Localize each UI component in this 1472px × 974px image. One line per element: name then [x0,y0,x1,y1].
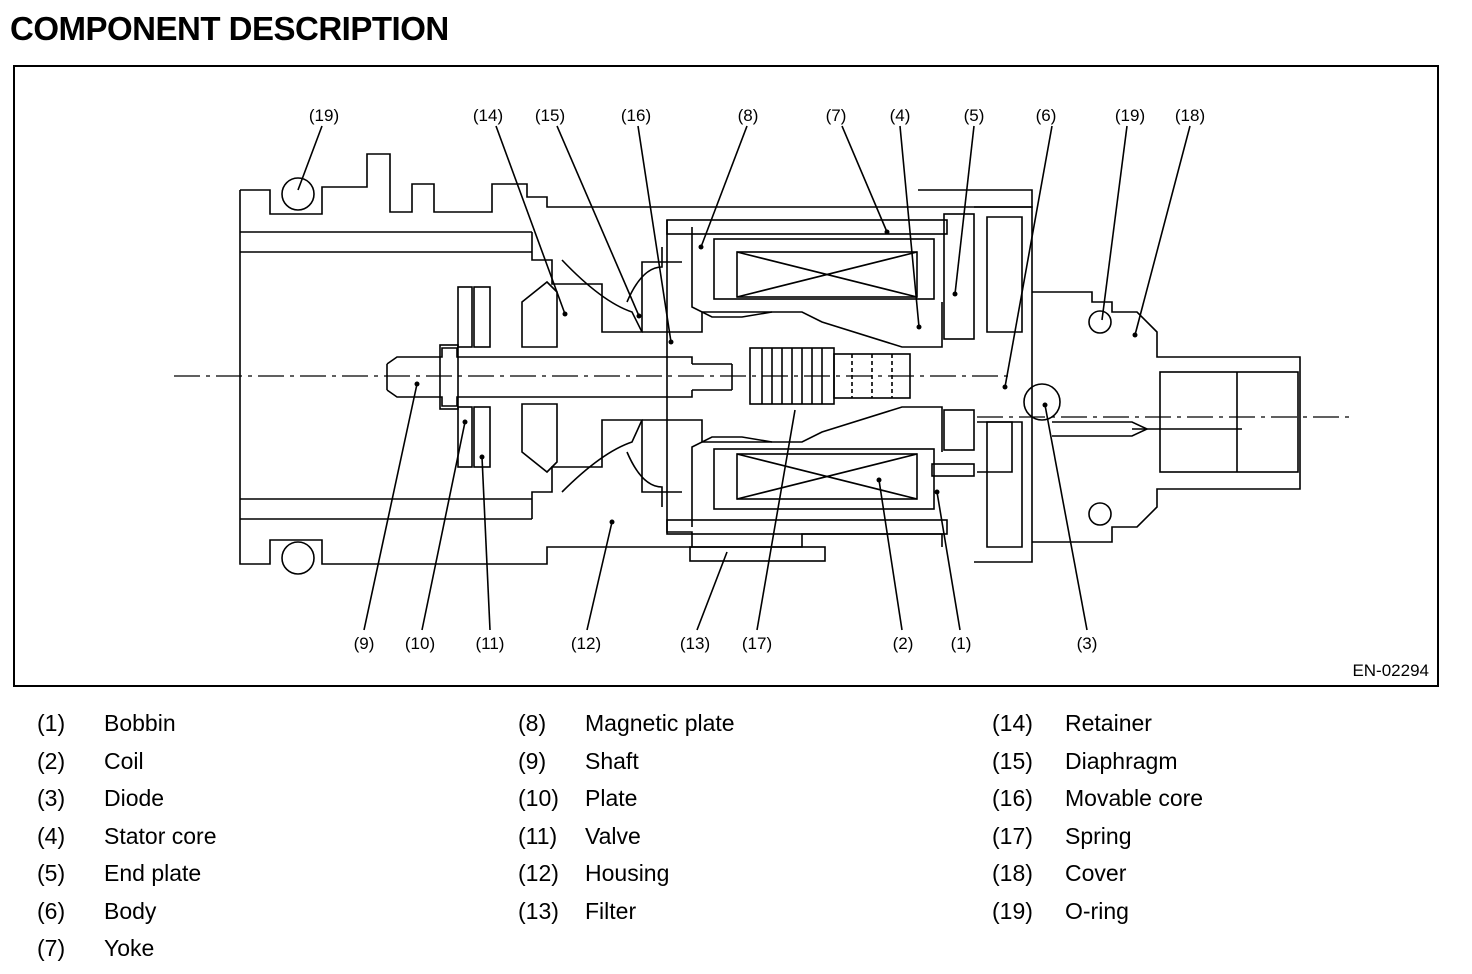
legend-label: Plate [585,785,638,811]
legend-number: (8) [518,710,547,736]
callout-bottom-11: (11) [476,634,505,653]
legend-number: (19) [992,897,1033,924]
legend-label: Shaft [585,747,639,774]
legend-label: Retainer [1065,710,1152,736]
legend-number: (4) [37,822,66,849]
legend-label: Valve [585,822,641,849]
legend-label: Coil [104,747,144,774]
legend-label: Bobbin [104,710,176,736]
callout-top-15: (15) [535,106,565,125]
callout-top-18: (18) [1175,106,1205,125]
legend-label: Diaphragm [1065,747,1178,774]
legend-label: Filter [585,897,637,924]
legend-number: (13) [518,897,559,924]
solenoid-valve-cross-section: (19) (14) (15) (16) (8) (7) (4) (5) (6) … [174,106,1352,653]
diagram-frame: (19) (14) (15) (16) (8) (7) (4) (5) (6) … [13,65,1439,687]
legend-label: End plate [104,860,202,886]
legend-label: Cover [1065,860,1127,886]
callout-top-6: (6) [1036,106,1057,125]
legend-label: Magnetic plate [585,710,735,736]
legend-number: (10) [518,785,559,811]
legend-label: Body [104,897,157,924]
callout-bottom-2: (2) [893,634,914,653]
legend-number: (7) [37,935,66,961]
page-title: COMPONENT DESCRIPTION [10,10,449,47]
callout-bottom-12: (12) [571,634,601,653]
legend-label: Diode [104,785,165,811]
legend-label: Stator core [104,822,217,849]
legend-number: (18) [992,860,1033,886]
callout-top-8: (8) [738,106,759,125]
legend-label: O-ring [1065,897,1129,924]
legend-number: (12) [518,860,559,886]
callout-bottom-10: (10) [405,634,435,653]
callout-top-19a: (19) [309,106,339,125]
legend-number: (9) [518,747,547,774]
legend-number: (11) [518,822,558,849]
legend-number: (1) [37,710,66,736]
legend-number: (5) [37,860,66,886]
legend-label: Spring [1065,822,1132,849]
legend-number: (6) [37,897,66,924]
callout-top-14: (14) [473,106,503,125]
callout-bottom-9: (9) [354,634,375,653]
legend-label: Housing [585,860,670,886]
callout-top-19b: (19) [1115,106,1145,125]
callout-top-5: (5) [964,106,985,125]
legend-number: (14) [992,710,1033,736]
callout-bottom-13: (13) [680,634,710,653]
legend: (1) Bobbin (2) Coil (3) Diode (4) Stator core (5… [0,710,1472,970]
callout-top-16: (16) [621,106,651,125]
callout-bottom-1: (1) [951,634,972,653]
callout-bottom-17: (17) [742,634,772,653]
legend-number: (15) [992,747,1033,774]
legend-number: (17) [992,822,1033,849]
legend-number: (16) [992,785,1033,811]
legend-label: Movable core [1065,785,1204,811]
callout-top-7: (7) [826,106,847,125]
legend-number: (2) [37,747,66,774]
callout-bottom-3: (3) [1077,634,1098,653]
figure-code: EN-02294 [1352,661,1429,680]
legend-label: Yoke [104,935,155,961]
callout-top-4: (4) [890,106,911,125]
legend-number: (3) [37,785,66,811]
